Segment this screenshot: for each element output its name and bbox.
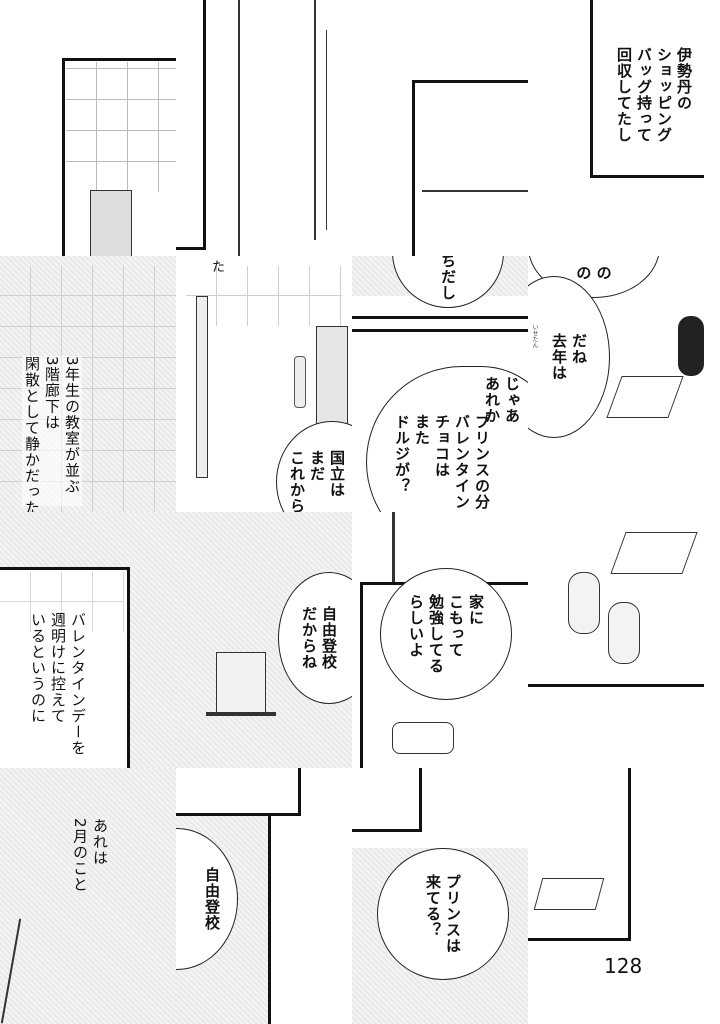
ruby-text: いせたん [531, 324, 538, 348]
narration-ta: た [212, 260, 226, 275]
speech-bubble-prince-chocolate: プリンスの分 バレンタイン チョコは また ドルジが？ [366, 366, 528, 512]
tile-prince-here: プリンスは 来てる？ [352, 768, 528, 1024]
tile-corridor-walker: た 国立は まだ これから [176, 256, 352, 512]
bubble-text: だね 去年は [550, 333, 588, 381]
tile-classroom-girl: の の だね 去年は いせたん [528, 256, 704, 512]
bubble-text: ちだし [439, 256, 457, 301]
speech-bubble-ie-ni: 家に こもって 勉強してる らしいよ [380, 568, 512, 700]
speech-bubble-kyonen: だね 去年は [528, 276, 610, 438]
tile-isetan-panel: 伊勢丹の ショッピング バッグ持って 回収してたし [528, 0, 704, 256]
bubble-text: の の [576, 263, 612, 282]
bubble-text: 自由登校 [203, 867, 221, 931]
tile-valentine-narration: バレンタインデーを 週明けに控えて いるというのに [0, 512, 176, 768]
speech-bubble-dakarane: 自由登校 だからね [278, 572, 352, 704]
speech-bubble-isetan: 伊勢丹の ショッピング バッグ持って 回収してたし [594, 20, 704, 170]
bubble-text: プリンスの分 バレンタイン チョコは また ドルジが？ [393, 414, 491, 510]
bubble-text-jaa: じゃあ あれか [483, 376, 521, 424]
tile-ceiling-corner [0, 0, 176, 256]
tile-classroom-board [352, 0, 528, 256]
bubble-text: 国立は まだ これから [288, 450, 346, 512]
narration-third-floor: 3年生の教室が並ぶ 3階廊下は 閑散として静かだった [22, 356, 82, 512]
bubble-text: 家に こもって 勉強してる らしいよ [407, 594, 485, 674]
narration-february: あれは 2月のこと [71, 818, 109, 893]
bubble-text: 自由登校 だからね [300, 606, 338, 670]
speech-bubble-dashi: ちだし [392, 256, 504, 308]
tile-february: あれは 2月のこと [0, 768, 176, 1024]
tile-empty-desk: 128 [528, 768, 704, 1024]
page-number: 128 [604, 954, 643, 978]
tile-corridor-wall [176, 0, 352, 256]
tile-classroom-students [528, 512, 704, 768]
tile-corridor-box: 自由登校 だからね [176, 512, 352, 768]
bubble-text: プリンスは 来てる？ [424, 874, 462, 954]
speech-bubble-kunitachi: 国立は まだ これから [276, 421, 352, 512]
bubble-text: 伊勢丹の ショッピング バッグ持って 回収してたし [615, 47, 693, 143]
tile-study-at-home: 家に こもって 勉強してる らしいよ [352, 512, 528, 768]
tile-free-attendance: 自由登校 [176, 768, 352, 1024]
tile-prince-chocolate: ちだし プリンスの分 バレンタイン チョコは また ドルジが？ じゃあ あれか [352, 256, 528, 512]
speech-bubble-prince-kiteru: プリンスは 来てる？ [377, 848, 509, 980]
tile-corridor-narration: 3年生の教室が並ぶ 3階廊下は 閑散として静かだった [0, 256, 176, 512]
narration-valentine: バレンタインデーを 週明けに控えて いるというのに [29, 612, 87, 756]
